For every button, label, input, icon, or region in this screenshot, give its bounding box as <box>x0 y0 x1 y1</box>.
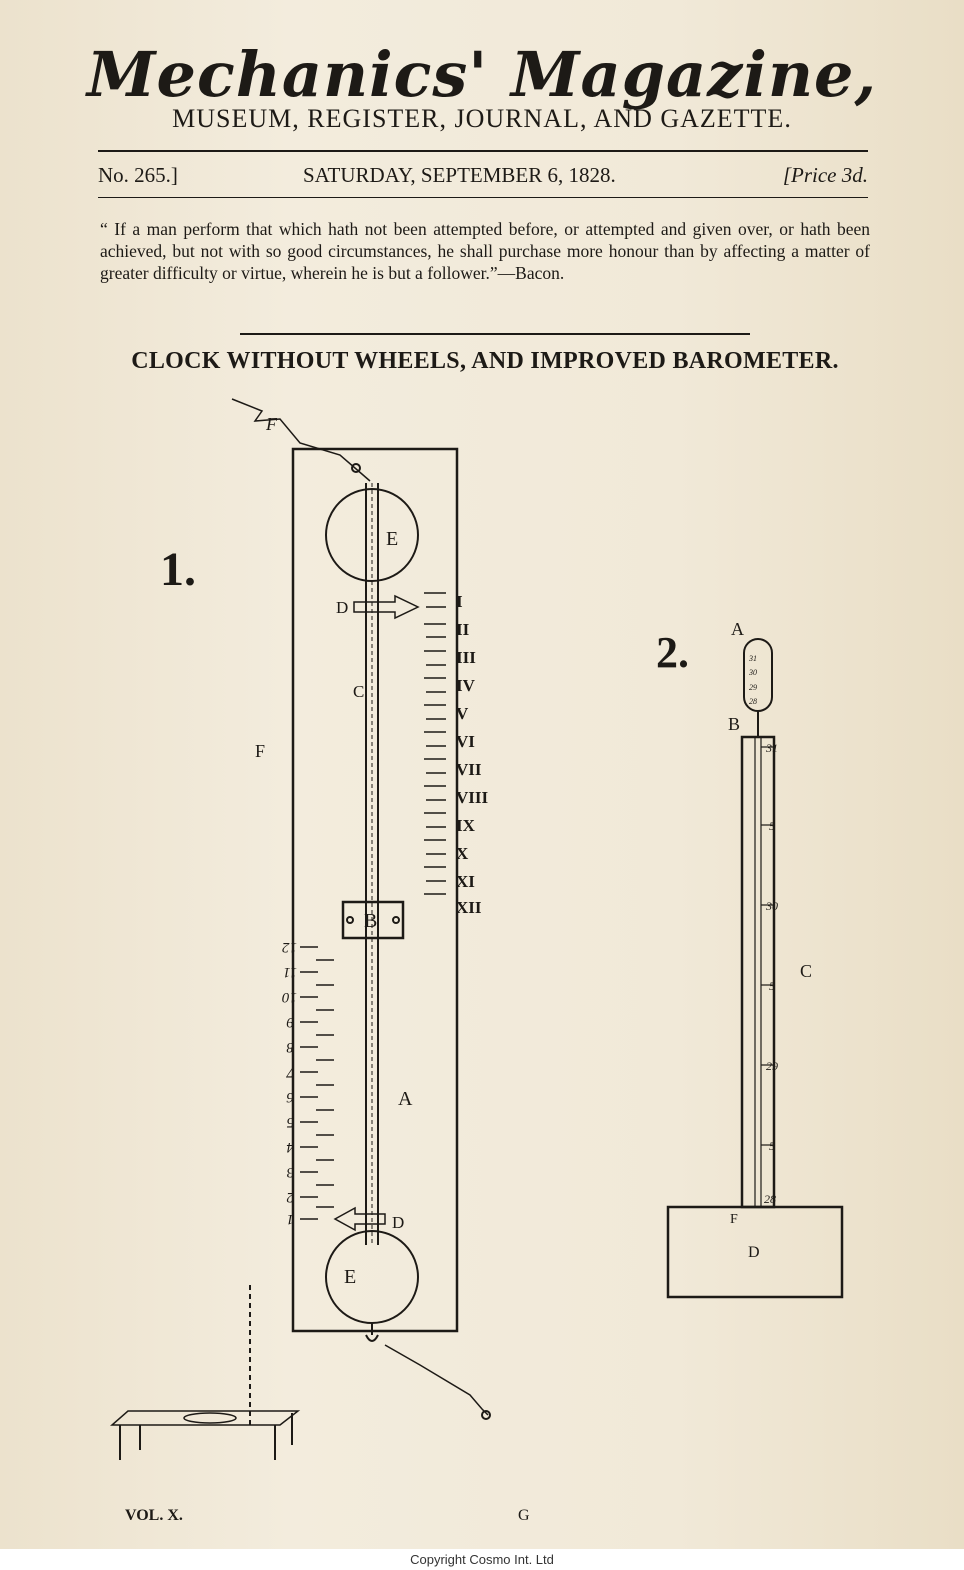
footer-volume: VOL. X. <box>125 1507 183 1524</box>
scale-mark: 31 <box>765 741 778 755</box>
label-E-top: E <box>386 528 398 550</box>
inverted-numeral: 12 <box>282 939 298 955</box>
hour-numeral: X <box>456 844 469 863</box>
label-A: A <box>398 1088 413 1110</box>
inverted-numeral: 11 <box>283 964 297 980</box>
vessel-bottom <box>325 1230 419 1324</box>
issue-rule <box>98 197 868 198</box>
inverted-numeral: 1 <box>287 1211 295 1227</box>
epigraph: “ If a man perform that which hath not b… <box>100 219 870 283</box>
label-fig2-A: A <box>731 619 744 639</box>
hour-numeral: VIII <box>456 788 489 807</box>
hour-numeral: I <box>456 592 463 611</box>
inverted-numeral: 2 <box>286 1189 294 1205</box>
hour-numeral: XI <box>456 872 475 891</box>
issue-price: [Price 3d. <box>782 163 868 187</box>
slider-b <box>341 900 405 940</box>
label-F-top: F <box>265 414 278 434</box>
tube-mark: 29 <box>749 683 757 692</box>
tube-mark: 31 <box>748 654 757 663</box>
footer-signature: G <box>518 1507 530 1524</box>
hour-numeral: XII <box>456 898 482 917</box>
masthead-title: Mechanics' Magazine, <box>86 38 878 111</box>
hour-numeral: III <box>456 648 476 667</box>
tube-mark: 28 <box>749 697 757 706</box>
label-B: B <box>364 910 377 932</box>
scale-mark: 30 <box>765 899 778 913</box>
inverted-numeral: 6 <box>286 1089 294 1105</box>
label-fig2-C: C <box>800 961 812 981</box>
label-F: F <box>255 741 265 761</box>
barometer-base <box>666 1205 844 1299</box>
hour-numeral: IX <box>456 816 476 835</box>
hour-numeral: VI <box>456 732 475 751</box>
scale-mark: 29 <box>766 1059 778 1073</box>
label-fig2-B: B <box>728 714 740 734</box>
title-rule <box>240 333 750 335</box>
hour-numeral: VII <box>456 760 482 779</box>
tube-mark: 30 <box>748 668 757 677</box>
hour-numeral: V <box>456 704 469 723</box>
label-C: C <box>353 682 364 701</box>
scale-mark: 5 <box>769 1139 775 1153</box>
masthead-subtitle: MUSEUM, REGISTER, JOURNAL, AND GAZETTE. <box>172 104 792 133</box>
label-E-bottom: E <box>344 1266 356 1288</box>
scale-mark: 5 <box>769 819 775 833</box>
label-fig2-D: D <box>748 1244 760 1261</box>
inverted-numeral: 8 <box>286 1039 294 1055</box>
issue-date: SATURDAY, SEPTEMBER 6, 1828. <box>303 163 616 187</box>
copyright-watermark: Copyright Cosmo Int. Ltd <box>0 1549 964 1570</box>
article-title: CLOCK WITHOUT WHEELS, AND IMPROVED BAROM… <box>131 348 839 374</box>
label-D-top: D <box>336 598 348 617</box>
figure1-number: 1. <box>160 543 196 596</box>
hour-numeral: IV <box>456 676 476 695</box>
barometer-column <box>740 735 776 1209</box>
inverted-numeral: 9 <box>286 1014 294 1030</box>
scale-mark: 5 <box>769 979 775 993</box>
figure2-number: 2. <box>656 628 689 677</box>
inverted-numeral: 10 <box>282 989 298 1005</box>
inverted-numeral: 3 <box>287 1164 296 1180</box>
inverted-numeral: 5 <box>286 1114 294 1130</box>
inverted-numeral: 4 <box>286 1139 294 1155</box>
scale-mark: 28 <box>764 1192 776 1206</box>
issue-line: No. 265.] SATURDAY, SEPTEMBER 6, 1828. [… <box>98 163 868 191</box>
hour-numeral: II <box>456 620 470 639</box>
figure-illustration: 1. F E D C F B A D E I II III IV V VI VI… <box>110 398 844 1460</box>
issue-number: No. 265.] <box>98 163 178 187</box>
label-D-bottom: D <box>392 1213 404 1232</box>
label-fig2-F: F <box>730 1212 738 1227</box>
clock-board <box>291 447 459 1333</box>
top-rule <box>98 150 868 152</box>
inverted-numeral: 7 <box>285 1064 294 1080</box>
